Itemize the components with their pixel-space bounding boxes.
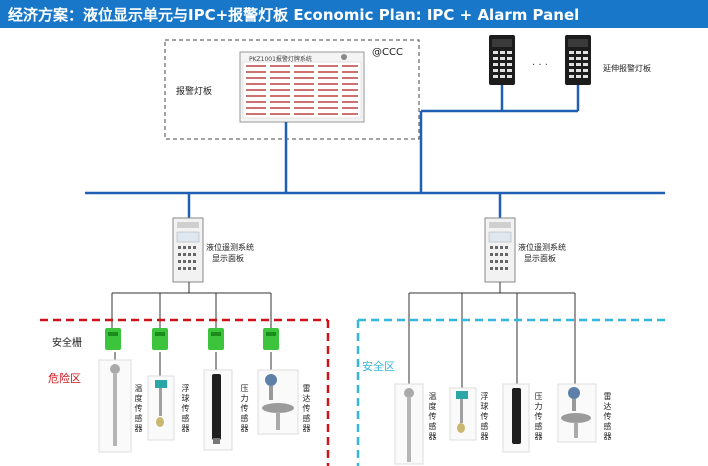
alarm-panel-header: PKZ1001报警灯牌系统 (249, 56, 312, 63)
radar-sensor-left (257, 369, 299, 435)
display-unit-2-label-line1: 液位遥测系统 (518, 243, 566, 252)
pressure-sensor-left (203, 369, 233, 451)
extension-panel-label: 延伸报警灯板 (603, 64, 651, 73)
safety-barrier-4 (263, 328, 279, 350)
extension-panel-2 (565, 35, 591, 85)
float-sensor-left (147, 375, 175, 441)
alarm-panel-label: 报警灯板 (176, 87, 213, 97)
pressure-sensor-right (502, 383, 530, 453)
safe-zone-border (356, 318, 668, 466)
sensor-label-radar-left: 雷达传感器 (302, 384, 311, 433)
alarm-panel-device (239, 51, 365, 123)
page-title: 经济方案：液位显示单元与IPC+报警灯板 Economic Plan: IPC … (8, 6, 580, 24)
sensor-label-temperature-left: 温度传感器 (134, 384, 143, 433)
danger-zone-border (40, 318, 330, 466)
temperature-sensor-left (98, 359, 132, 453)
temperature-sensor-right (394, 383, 424, 465)
danger-zone-label: 危险区 (48, 372, 81, 385)
title-bar: 经济方案：液位显示单元与IPC+报警灯板 Economic Plan: IPC … (0, 0, 708, 28)
display-unit-1-label-line1: 液位遥测系统 (206, 243, 254, 252)
extension-dots: · · · (532, 60, 548, 71)
sensor-label-pressure-right: 压力传感器 (534, 392, 543, 441)
sensor-label-radar-right: 雷达传感器 (603, 392, 612, 441)
wiring-right (408, 282, 576, 388)
alarm-panel-box (164, 39, 420, 140)
display-unit-2-label-line2: 显示面板 (524, 254, 556, 263)
extension-panel-1 (489, 35, 515, 85)
radar-sensor-right (557, 383, 597, 443)
float-sensor-right (449, 387, 477, 441)
display-unit-2 (484, 217, 516, 283)
communication-bus (85, 85, 665, 218)
safety-barrier-2 (152, 328, 168, 350)
ccc-mark: @CCC (372, 47, 403, 58)
safety-barrier-3 (208, 328, 224, 350)
sensor-label-temperature-right: 温度传感器 (428, 392, 437, 441)
safe-zone-label: 安全区 (362, 360, 395, 373)
sensor-label-float-right: 浮球传感器 (480, 392, 489, 441)
safety-barrier-1 (105, 328, 121, 350)
sensor-label-pressure-left: 压力传感器 (240, 384, 249, 433)
sensor-label-float-left: 浮球传感器 (181, 384, 190, 433)
safety-barrier-label: 安全栅 (52, 338, 82, 349)
display-unit-1-label-line2: 显示面板 (212, 254, 244, 263)
wiring-left (111, 282, 272, 378)
display-unit-1 (172, 217, 204, 283)
